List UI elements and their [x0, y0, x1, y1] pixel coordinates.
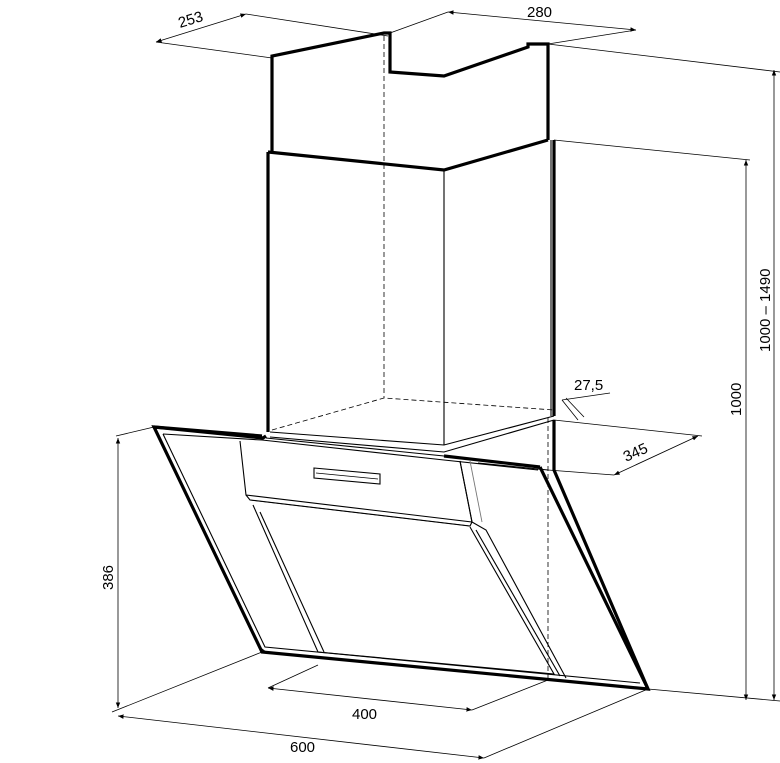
dimension-total-height: 1000 – 1490: [547, 43, 780, 702]
dimension-chimney-depth: 253: [155, 8, 389, 59]
dimension-label-280: 280: [527, 4, 552, 21]
chimney-lower-section: [266, 138, 556, 453]
dimension-chimney-width: 280: [389, 4, 637, 45]
dimension-hood-depth: 345: [547, 419, 703, 476]
dimension-glass-width: 400: [267, 664, 549, 723]
dimension-wall-gap: 27,5: [561, 377, 611, 421]
dimension-label-400: 400: [352, 706, 377, 723]
hood-body: [151, 420, 651, 691]
dimension-label-345: 345: [621, 440, 651, 466]
chimney-upper-section: [270, 31, 550, 152]
dimension-label-1000: 1000: [728, 383, 745, 416]
dimension-hood-width: 600: [117, 688, 649, 760]
hidden-edges: [271, 36, 555, 680]
dimension-label-27-5: 27,5: [574, 377, 603, 394]
dimension-chimney-height: 1000: [553, 139, 751, 700]
dimension-label-386: 386: [100, 565, 117, 590]
dimension-label-1000-1490: 1000 – 1490: [757, 269, 774, 352]
dimension-label-600: 600: [290, 739, 315, 756]
dimension-hood-height: 386: [100, 426, 263, 713]
dimension-label-253: 253: [176, 8, 205, 32]
